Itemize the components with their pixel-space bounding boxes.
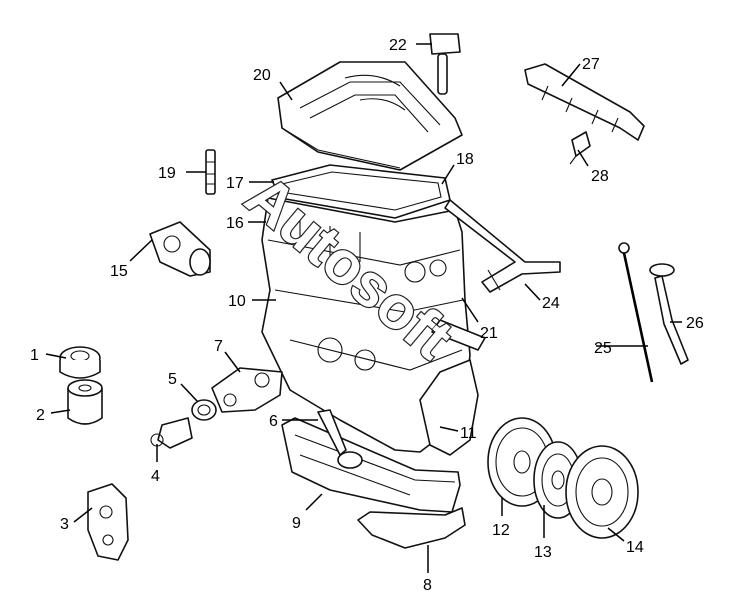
- callout-3: 3: [60, 516, 69, 533]
- part-oil-pickup: [317, 409, 363, 469]
- callout-15: 15: [110, 263, 128, 280]
- callout-labels: 1 2 3 4 5 6 7 8 9 10 11 12 13 14 15 16 1…: [30, 37, 704, 594]
- leader-lines: [45, 43, 682, 573]
- part-sump-gasket: [357, 507, 466, 549]
- callout-6: 6: [269, 413, 278, 430]
- callout-20: 20: [253, 67, 271, 84]
- part-pressure-plate: [565, 445, 639, 539]
- callout-18: 18: [456, 151, 474, 168]
- callout-19: 19: [158, 165, 176, 182]
- callout-21: 21: [480, 325, 498, 342]
- callout-11: 11: [460, 425, 477, 442]
- callout-9: 9: [292, 515, 301, 532]
- part-ignition-coil: [429, 33, 461, 95]
- part-backplate: [419, 359, 479, 456]
- callout-2: 2: [36, 407, 45, 424]
- part-starter-motor: [149, 221, 211, 277]
- callout-24: 24: [542, 295, 560, 312]
- part-hose: [431, 319, 486, 351]
- callout-14: 14: [626, 539, 644, 556]
- part-engine-mount: [87, 483, 129, 561]
- callout-28: 28: [591, 168, 609, 185]
- part-water-pipe: [444, 199, 561, 293]
- part-dipstick-tube: [649, 263, 689, 365]
- part-spark-plug: [205, 149, 216, 195]
- part-fuel-rail: [524, 63, 645, 141]
- part-oil-sump: [281, 417, 461, 513]
- callout-5: 5: [168, 371, 177, 388]
- callout-4: 4: [151, 468, 160, 485]
- callout-8: 8: [423, 577, 432, 594]
- callout-10: 10: [228, 293, 246, 310]
- part-oil-filter: [67, 379, 103, 425]
- callout-12: 12: [492, 522, 510, 539]
- part-thermostat-housing: [150, 417, 193, 449]
- callout-27: 27: [582, 56, 600, 73]
- part-water-pump-housing: [211, 367, 283, 413]
- callout-7: 7: [214, 338, 223, 355]
- part-dipstick: [618, 242, 654, 383]
- callout-25: 25: [594, 340, 612, 357]
- callout-22: 22: [389, 37, 407, 54]
- callout-17: 17: [226, 175, 244, 192]
- callout-26: 26: [686, 315, 704, 332]
- callout-1: 1: [30, 347, 39, 364]
- callout-13: 13: [534, 544, 552, 561]
- part-fuel-injector: [569, 131, 591, 165]
- callout-16: 16: [226, 215, 244, 232]
- part-oil-filter-housing: [59, 346, 101, 379]
- part-valve-cover: [277, 61, 463, 171]
- part-thermostat: [191, 399, 217, 421]
